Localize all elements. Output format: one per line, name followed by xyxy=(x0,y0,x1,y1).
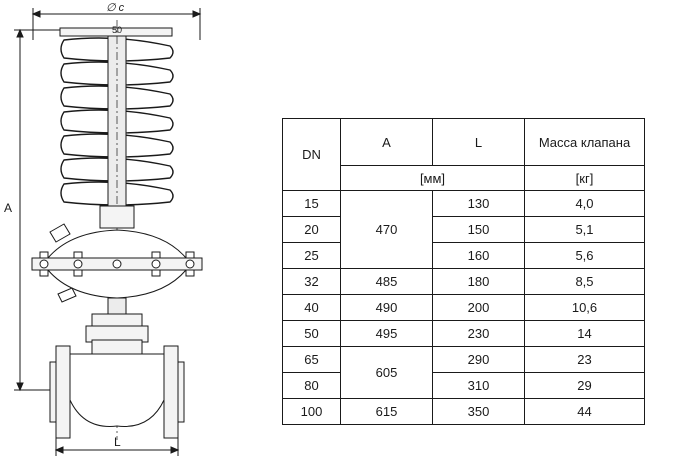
height-dimension xyxy=(14,28,66,392)
table-row: 32 485 180 8,5 xyxy=(282,268,645,295)
impulse-fittings xyxy=(49,223,77,303)
cell-mass: 44 xyxy=(524,398,645,425)
diameter-dimension xyxy=(31,8,202,40)
height-label: A xyxy=(4,201,12,215)
cell-l: 290 xyxy=(432,346,525,373)
cell-dn: 65 xyxy=(282,346,341,373)
cell-mass: 10,6 xyxy=(524,294,645,321)
table-row: 15 470 130 4,0 xyxy=(282,190,645,269)
cell-mass: 4,0 xyxy=(524,190,645,217)
cell-mass: 5,6 xyxy=(524,242,645,269)
cell-a: 495 xyxy=(340,320,433,347)
cell-l: 350 xyxy=(432,398,525,425)
header-a: A xyxy=(340,118,433,166)
cell-dn: 15 xyxy=(282,190,341,217)
cell-dn: 80 xyxy=(282,372,341,399)
cell-dn: 100 xyxy=(282,398,341,425)
table-row: 40 490 200 10,6 xyxy=(282,294,645,321)
cell-l: 160 xyxy=(432,242,525,269)
valve-body xyxy=(66,353,168,427)
diaphragm-housing xyxy=(31,229,203,299)
header-l: L xyxy=(432,118,525,166)
cell-l: 310 xyxy=(432,372,525,399)
spring-bottom-seat xyxy=(99,205,135,229)
end-flanges xyxy=(49,345,185,439)
stem-label: 50 xyxy=(112,25,122,35)
spec-table: DN A L Масса клапана [мм] [кг] 15 470 13… xyxy=(282,118,645,425)
cell-a: 490 xyxy=(340,294,433,321)
header-dn: DN xyxy=(282,118,341,191)
valve-drawing: ∅ c 50 A L xyxy=(4,2,203,456)
unit-length: [мм] xyxy=(340,165,525,191)
header-mass: Масса клапана xyxy=(524,118,645,166)
diameter-label: ∅ c xyxy=(106,2,125,14)
cell-dn: 25 xyxy=(282,242,341,269)
cell-mass: 23 xyxy=(524,346,645,373)
valve-stem xyxy=(107,297,127,317)
cell-l: 200 xyxy=(432,294,525,321)
cell-mass: 8,5 xyxy=(524,268,645,295)
cell-dn: 50 xyxy=(282,320,341,347)
length-label: L xyxy=(114,435,121,449)
cell-l: 180 xyxy=(432,268,525,295)
table-row: 50 495 230 14 xyxy=(282,320,645,347)
cell-mass: 14 xyxy=(524,320,645,347)
cell-a: 615 xyxy=(340,398,433,425)
cell-a: 485 xyxy=(340,268,433,295)
unit-mass: [кг] xyxy=(524,165,645,191)
cell-dn: 20 xyxy=(282,216,341,243)
cell-dn: 40 xyxy=(282,294,341,321)
table-row: 100 615 350 44 xyxy=(282,398,645,425)
spring-coils xyxy=(60,37,174,206)
length-dimension xyxy=(54,438,180,456)
cell-a: 605 xyxy=(340,346,433,399)
table-row: 25 160 5,6 xyxy=(282,242,645,269)
cell-l: 130 xyxy=(432,190,525,217)
cell-mass: 29 xyxy=(524,372,645,399)
cell-dn: 32 xyxy=(282,268,341,295)
table-row: 80 310 29 xyxy=(282,372,645,399)
cell-mass: 5,1 xyxy=(524,216,645,243)
cell-a: 470 xyxy=(340,190,433,269)
cell-l: 150 xyxy=(432,216,525,243)
valve-bonnet xyxy=(85,313,149,355)
flange-bolts xyxy=(39,251,195,277)
table-row: 65 605 290 23 xyxy=(282,346,645,399)
table-row: 20 150 5,1 xyxy=(282,216,645,243)
cell-l: 230 xyxy=(432,320,525,347)
